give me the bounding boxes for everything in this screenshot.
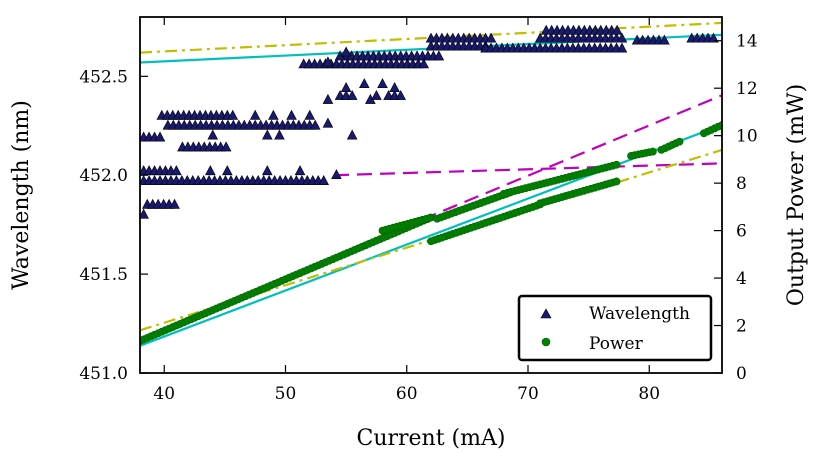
wavelength-point <box>377 78 388 89</box>
wavelength-point <box>140 208 149 219</box>
wavelength-point <box>322 117 334 128</box>
wavelength-point <box>294 165 306 176</box>
right-y-tick-label: 4 <box>736 269 747 289</box>
right-y-tick-label: 0 <box>736 364 747 384</box>
left-y-tick-label: 451.5 <box>79 265 128 285</box>
x-tick-label: 80 <box>638 384 660 404</box>
left-y-tick-label: 452.0 <box>79 166 128 186</box>
x-tick-label: 50 <box>275 384 297 404</box>
right-y-tick-label: 12 <box>736 79 758 99</box>
left-y-axis-ticks: 451.0 451.5 452.0 452.5 <box>79 67 148 384</box>
wavelength-point <box>286 109 297 120</box>
x-axis-ticks: 40 50 60 70 80 <box>153 17 660 404</box>
wavelength-point <box>322 56 334 67</box>
power-point <box>425 213 434 222</box>
wavelength-point <box>169 198 180 209</box>
wavelength-point <box>331 169 342 180</box>
left-y-axis-label: Wavelength (nm) <box>9 100 34 290</box>
wavelength-point <box>318 175 329 185</box>
fit-line-right-solid-3 <box>140 123 722 347</box>
legend-power-label: Power <box>589 334 644 354</box>
wavelength-point <box>389 82 400 92</box>
wavelength-point <box>485 32 497 43</box>
fit-line-left-dashed-2 <box>333 162 722 177</box>
wavelength-point <box>340 46 352 57</box>
x-tick-label: 40 <box>153 384 175 404</box>
fit-line-left-dashdot-1 <box>140 21 722 54</box>
power-point <box>648 147 657 156</box>
power-point <box>675 137 684 146</box>
wavelength-point <box>268 109 279 120</box>
wavelength-point <box>205 165 216 176</box>
power-point <box>612 177 621 186</box>
wavelength-point <box>227 109 239 120</box>
wavelength-point <box>395 89 406 100</box>
wavelength-point <box>207 129 219 140</box>
right-y-tick-label: 6 <box>736 222 747 242</box>
wavelength-point <box>433 50 445 61</box>
wavelength-point <box>262 129 273 140</box>
wavelength-point <box>708 32 719 43</box>
wavelength-point <box>262 165 273 176</box>
legend: Wavelength Power <box>517 294 713 362</box>
right-y-tick-label: 8 <box>736 174 747 194</box>
x-tick-label: 60 <box>396 384 418 404</box>
left-y-tick-label: 452.5 <box>79 67 128 87</box>
wavelength-point <box>154 131 166 142</box>
right-y-tick-label: 14 <box>736 32 758 52</box>
wavelength-point <box>220 141 232 152</box>
wavelength-point <box>616 42 628 53</box>
wavelength-point <box>346 89 358 100</box>
wavelength-point <box>309 119 321 130</box>
legend-wavelength-marker <box>540 308 552 319</box>
x-axis-label: Current (mA) <box>357 426 506 451</box>
x-tick-label: 70 <box>517 384 539 404</box>
legend-power-marker <box>541 337 551 347</box>
right-y-tick-label: 2 <box>736 317 747 337</box>
wavelength-point <box>221 165 233 176</box>
right-y-axis-ticks: 0 2 4 6 8 10 12 14 <box>714 32 758 384</box>
wavelength-point <box>274 129 285 140</box>
wavelength-point <box>304 109 316 120</box>
wavelength-point <box>359 78 370 89</box>
wavelength-point <box>371 89 382 100</box>
wavelength-point <box>611 24 623 35</box>
right-y-axis-label: Output Power (mW) <box>784 84 809 306</box>
fit-line-right-dashed-5 <box>357 94 722 248</box>
right-y-tick-label: 10 <box>736 127 758 147</box>
wavelength-point <box>171 165 182 176</box>
legend-box <box>517 294 713 362</box>
left-y-tick-label: 451.0 <box>79 364 128 384</box>
wavelength-point <box>340 82 352 92</box>
wavelength-point <box>322 93 334 104</box>
wavelength-point <box>249 109 261 120</box>
wavelength-point <box>418 58 430 69</box>
wavelength-point <box>616 32 628 43</box>
wavelength-point <box>659 34 670 45</box>
power-series <box>140 121 722 345</box>
wavelength-point <box>346 129 358 140</box>
legend-wavelength-label: Wavelength <box>589 304 690 324</box>
plot-frame <box>139 16 723 374</box>
wavelength-series <box>140 24 719 219</box>
power-point <box>612 160 621 169</box>
